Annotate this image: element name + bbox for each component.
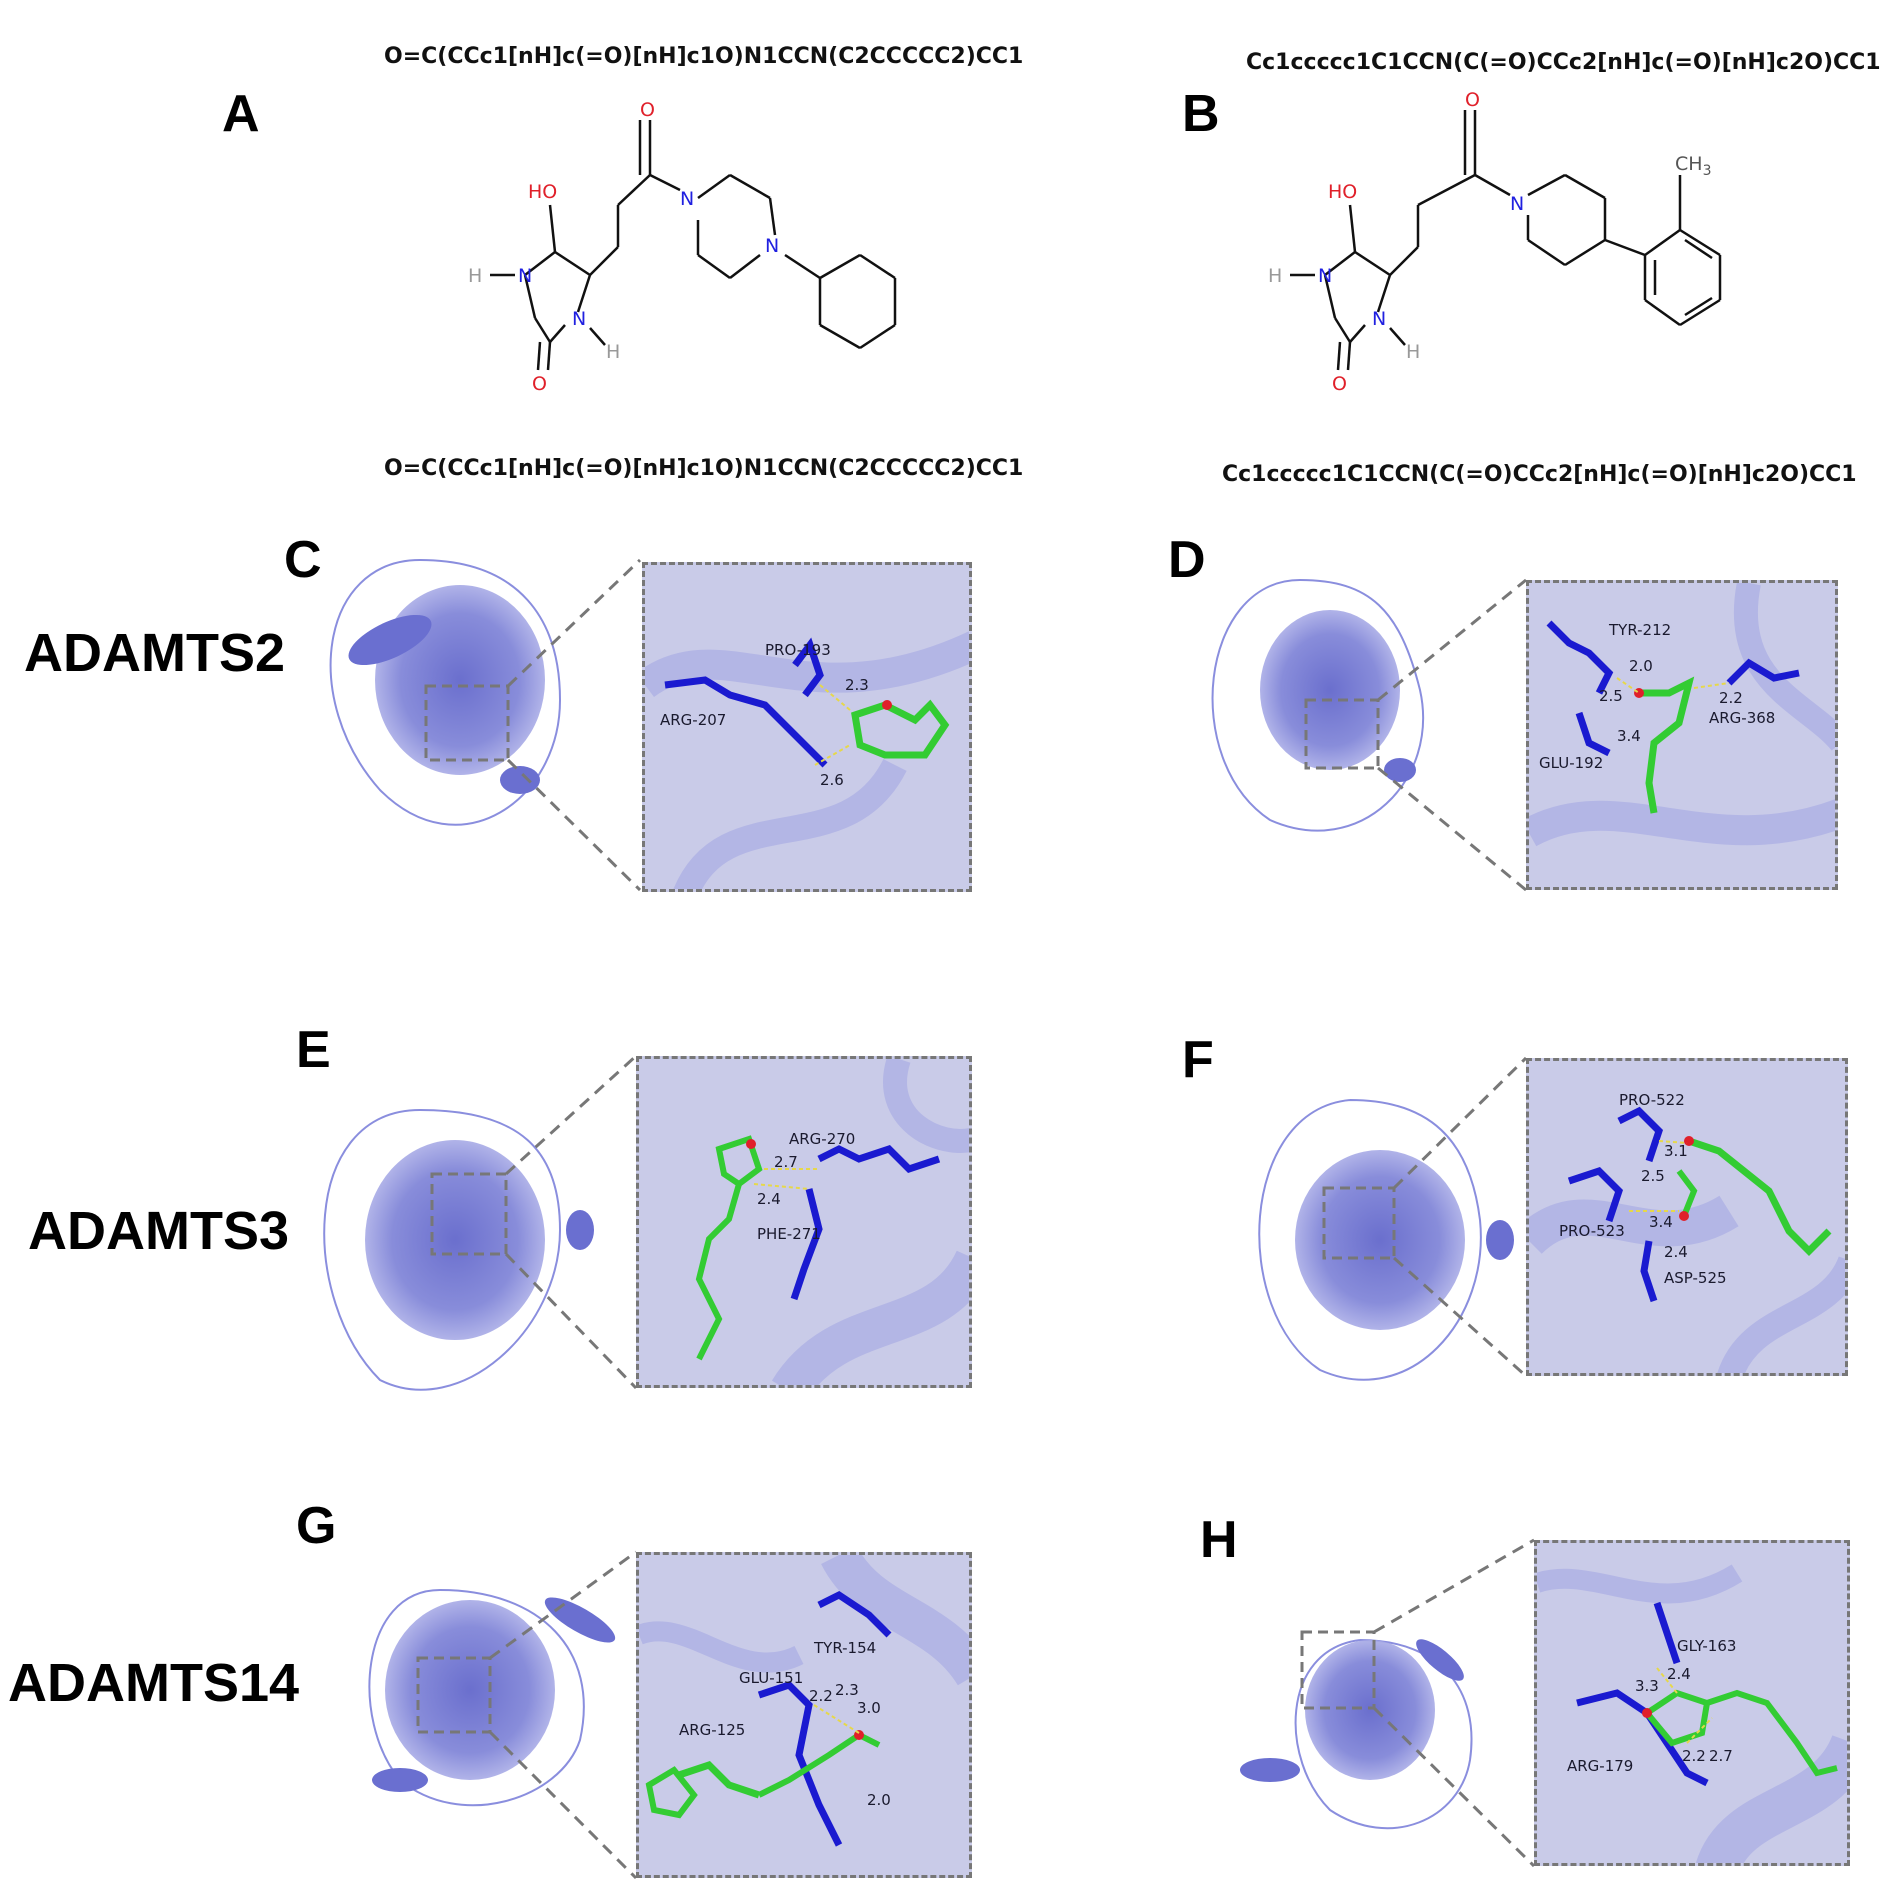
distance-label: 2.0 bbox=[1629, 657, 1653, 675]
residue-label: PHE-271 bbox=[757, 1225, 821, 1243]
overview-protein-g bbox=[368, 1589, 616, 1807]
panel-label-b: B bbox=[1182, 85, 1220, 143]
atom-o-ring-a: O bbox=[532, 373, 547, 395]
panel-label-f: F bbox=[1182, 1031, 1214, 1089]
distance-label: 2.4 bbox=[757, 1190, 781, 1208]
overview-protein-f bbox=[1258, 1099, 1514, 1381]
distance-label: 3.3 bbox=[1635, 1677, 1659, 1695]
distance-label: 3.0 bbox=[857, 1699, 881, 1717]
panel-label-g: G bbox=[296, 1497, 337, 1555]
atom-ho-b: HO bbox=[1328, 181, 1357, 203]
zoom-panel-f: PRO-522 PRO-523 ASP-525 3.1 2.5 3.4 2.4 bbox=[1526, 1058, 1848, 1376]
zoom-panel-c: PRO-193 ARG-207 2.3 2.6 bbox=[642, 562, 972, 892]
atom-n-amide-a: N bbox=[680, 188, 694, 210]
panel-label-d: D bbox=[1168, 531, 1206, 589]
residue-label: GLU-192 bbox=[1539, 754, 1603, 772]
protein-label-adamts14: ADAMTS14 bbox=[8, 1653, 300, 1713]
panel-label-a: A bbox=[222, 85, 260, 143]
residue-label: PRO-523 bbox=[1559, 1222, 1625, 1240]
protein-label-adamts3: ADAMTS3 bbox=[28, 1201, 290, 1261]
distance-label: 3.4 bbox=[1617, 727, 1641, 745]
panel-label-h: H bbox=[1200, 1511, 1238, 1569]
distance-label: 2.7 bbox=[774, 1153, 798, 1171]
distance-label: 3.1 bbox=[1664, 1142, 1688, 1160]
protein-label-adamts2: ADAMTS2 bbox=[24, 623, 286, 683]
residue-label: ASP-525 bbox=[1664, 1269, 1727, 1287]
residue-label: ARG-368 bbox=[1709, 709, 1775, 727]
structure-a: O N N HO H N N H O bbox=[468, 99, 897, 395]
smiles-a-bottom: O=C(CCc1[nH]c(=O)[nH]c1O)N1CCN(C2CCCCC2)… bbox=[384, 456, 1024, 481]
smiles-b-top: Cc1ccccc1C1CCN(C(=O)CCc2[nH]c(=O)[nH]c2O… bbox=[1246, 50, 1881, 75]
residue-label: TYR-212 bbox=[1608, 621, 1671, 639]
distance-label: 2.3 bbox=[835, 1681, 859, 1699]
zoom-panel-d: TYR-212 ARG-368 GLU-192 2.0 2.5 2.2 3.4 bbox=[1526, 580, 1838, 890]
zoom-panel-e: ARG-270 PHE-271 2.7 2.4 bbox=[636, 1056, 972, 1388]
atom-o-carbonyl-a: O bbox=[640, 99, 655, 121]
residue-label: ARG-270 bbox=[789, 1130, 855, 1148]
residue-label: PRO-193 bbox=[765, 641, 831, 659]
distance-label: 2.2 bbox=[1719, 689, 1743, 707]
overview-protein-e bbox=[323, 1109, 594, 1391]
smiles-b-bottom: Cc1ccccc1C1CCN(C(=O)CCc2[nH]c(=O)[nH]c2O… bbox=[1222, 462, 1857, 487]
residue-label: ARG-179 bbox=[1567, 1757, 1633, 1775]
atom-n2-b: N bbox=[1372, 308, 1386, 330]
atom-n1-b: N bbox=[1318, 265, 1332, 287]
atom-o-ring-b: O bbox=[1332, 373, 1347, 395]
residue-label: GLU-151 bbox=[739, 1669, 803, 1687]
overview-protein-c bbox=[329, 559, 562, 826]
distance-label: 2.7 bbox=[1709, 1747, 1733, 1765]
atom-n-amine-a: N bbox=[765, 235, 779, 257]
distance-label: 2.5 bbox=[1599, 687, 1623, 705]
distance-label: 3.4 bbox=[1649, 1213, 1673, 1231]
distance-label: 2.2 bbox=[809, 1687, 833, 1705]
zoom-panel-g: TYR-154 GLU-151 ARG-125 2.2 2.3 3.0 2.0 bbox=[636, 1552, 972, 1878]
distance-label: 2.4 bbox=[1667, 1665, 1691, 1683]
atom-h1-b: H bbox=[1268, 265, 1282, 287]
residue-label: ARG-125 bbox=[679, 1721, 745, 1739]
distance-label: 2.2 bbox=[1682, 1747, 1706, 1765]
structure-b: O N CH3 HO H N N H O bbox=[1268, 89, 1722, 395]
atom-o-carbonyl-b: O bbox=[1465, 89, 1480, 111]
atom-h1-a: H bbox=[468, 265, 482, 287]
residue-label: TYR-154 bbox=[813, 1639, 876, 1657]
distance-label: 2.4 bbox=[1664, 1243, 1688, 1261]
overview-protein-d bbox=[1211, 579, 1425, 832]
distance-label: 2.5 bbox=[1641, 1167, 1665, 1185]
zoom-panel-h: GLY-163 ARG-179 3.3 2.4 2.2 2.7 bbox=[1534, 1540, 1850, 1866]
residue-label: GLY-163 bbox=[1677, 1637, 1736, 1655]
atom-ho-a: HO bbox=[528, 181, 557, 203]
atom-n-amide-b: N bbox=[1510, 193, 1524, 215]
smiles-a-top: O=C(CCc1[nH]c(=O)[nH]c1O)N1CCN(C2CCCCC2)… bbox=[384, 44, 1024, 69]
atom-h2-b: H bbox=[1406, 341, 1420, 363]
distance-label: 2.6 bbox=[820, 771, 844, 789]
panel-label-e: E bbox=[296, 1021, 331, 1079]
distance-label: 2.0 bbox=[867, 1791, 891, 1809]
atom-n2-a: N bbox=[572, 308, 586, 330]
residue-label: ARG-207 bbox=[660, 711, 726, 729]
overview-protein-h bbox=[1240, 1630, 1473, 1830]
atom-n1-a: N bbox=[518, 265, 532, 287]
atom-ch3-b: CH3 bbox=[1675, 153, 1711, 179]
residue-label: PRO-522 bbox=[1619, 1091, 1685, 1109]
distance-label: 2.3 bbox=[845, 676, 869, 694]
atom-h2-a: H bbox=[606, 341, 620, 363]
panel-label-c: C bbox=[284, 531, 322, 589]
